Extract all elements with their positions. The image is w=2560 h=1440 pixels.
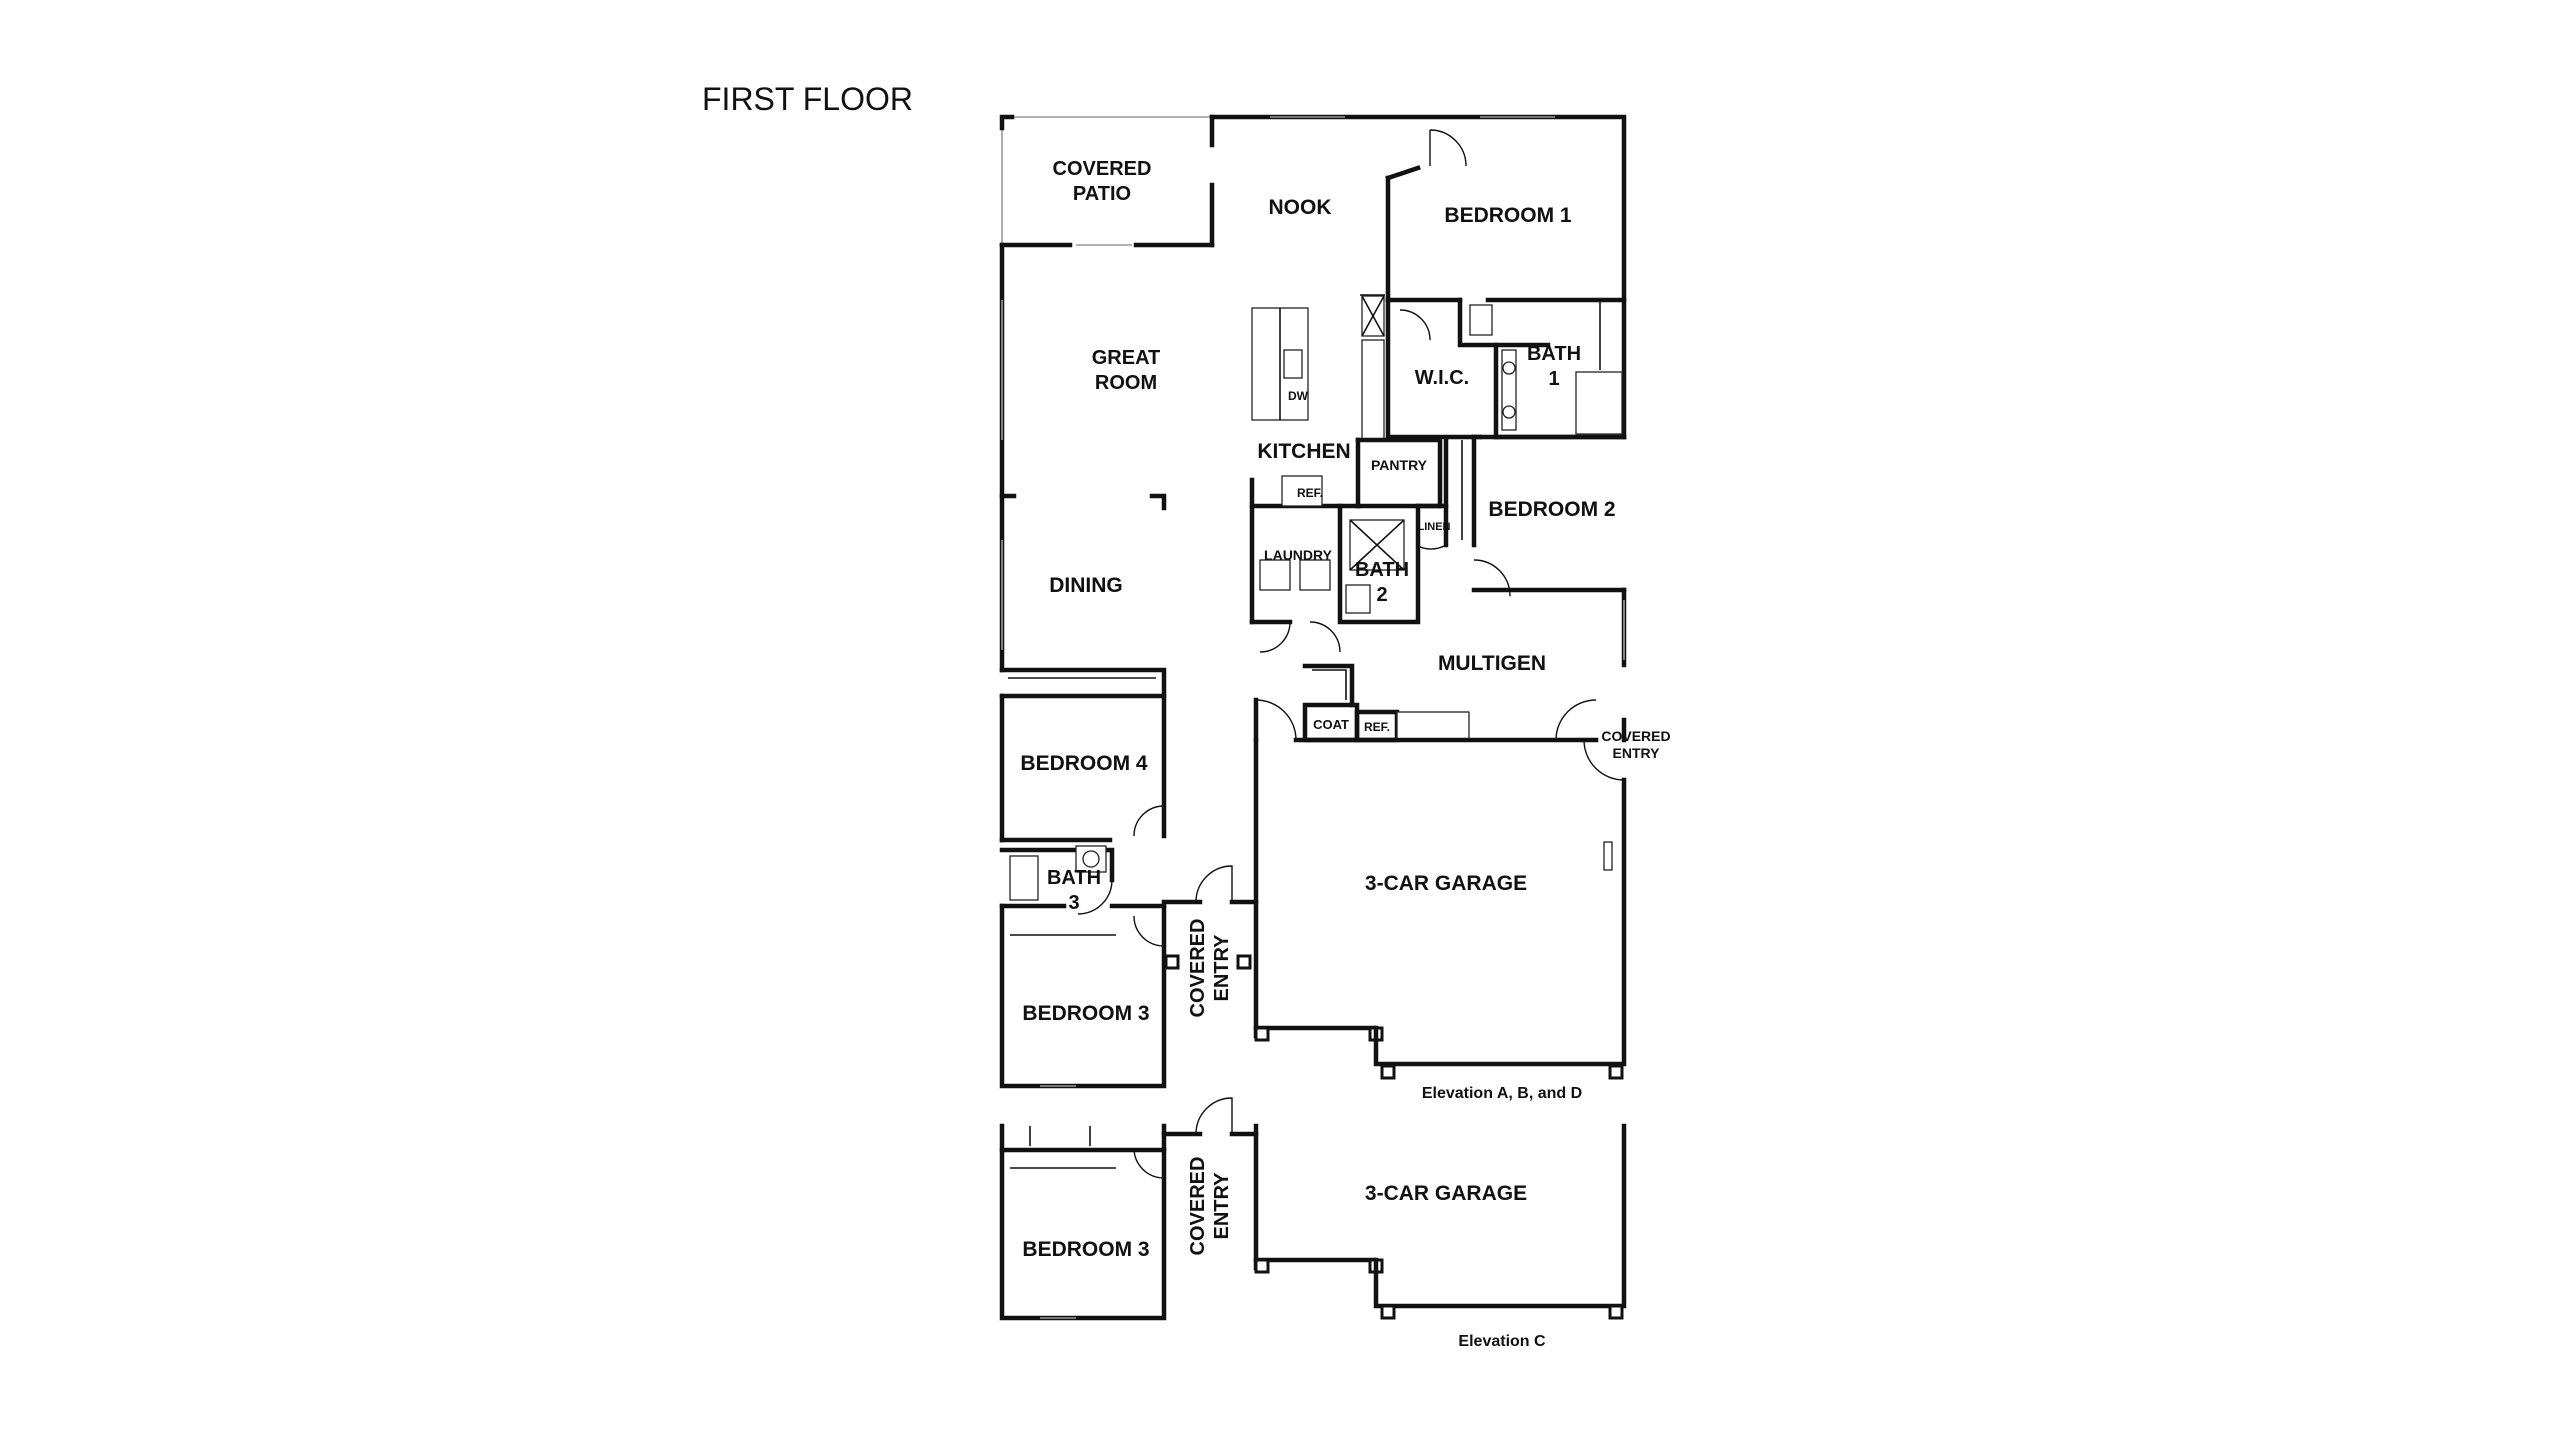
svg-text:COVERED: COVERED [1187, 1157, 1209, 1256]
svg-text:ENTRY: ENTRY [1211, 1172, 1233, 1240]
elev-c-bedroom-3: BEDROOM 3 [1022, 1238, 1149, 1261]
room-label-bath-2: BATH [1355, 559, 1409, 581]
room-label-bath-3: BATH [1047, 867, 1101, 889]
plan-linework [999, 114, 1627, 1321]
elev-c-covered-entry: COVERED ENTRY [1187, 1157, 1233, 1256]
label-coat: COAT [1313, 717, 1349, 732]
room-label-bath-2-num: 2 [1376, 584, 1387, 606]
room-label-bath-3-num: 3 [1068, 892, 1079, 914]
svg-text:ENTRY: ENTRY [1211, 934, 1233, 1002]
room-label-bedroom-1: BEDROOM 1 [1444, 204, 1572, 227]
room-label-bath-1-num: 1 [1548, 368, 1559, 390]
room-label-pantry: PANTRY [1371, 457, 1428, 473]
room-label-nook: NOOK [1269, 196, 1332, 219]
room-label-covered-entry-side-2: ENTRY [1613, 745, 1661, 761]
room-label-great-room: GREAT [1092, 347, 1161, 369]
room-label-bedroom-4: BEDROOM 4 [1020, 752, 1148, 775]
svg-text:COVERED: COVERED [1187, 919, 1209, 1018]
room-label-dining: DINING [1049, 574, 1123, 597]
label-ref-kitchen: REF. [1297, 486, 1323, 500]
room-label-covered-entry-front: COVERED ENTRY [1187, 919, 1233, 1018]
elev-c-garage: 3-CAR GARAGE [1365, 1182, 1527, 1205]
room-label-covered-patio-2: PATIO [1073, 183, 1131, 205]
caption-elevation-abd: Elevation A, B, and D [1422, 1085, 1582, 1102]
room-label-bedroom-3: BEDROOM 3 [1022, 1002, 1149, 1025]
room-label-laundry: LAUNDRY [1264, 547, 1333, 563]
label-linen: LINEN [1418, 521, 1451, 533]
label-dishwasher: DW [1288, 389, 1309, 403]
room-label-garage: 3-CAR GARAGE [1365, 872, 1527, 895]
room-label-great-room-2: ROOM [1095, 372, 1157, 394]
room-label-covered-entry-side: COVERED [1601, 728, 1670, 744]
room-label-multigen: MULTIGEN [1438, 652, 1546, 675]
room-label-bath-1: BATH [1527, 343, 1581, 365]
caption-elevation-c: Elevation C [1458, 1333, 1546, 1350]
room-label-covered-patio: COVERED [1053, 158, 1152, 180]
room-label-kitchen: KITCHEN [1257, 440, 1350, 463]
plan-title: FIRST FLOOR [702, 81, 913, 117]
room-label-bedroom-2: BEDROOM 2 [1488, 498, 1615, 521]
room-label-wic: W.I.C. [1415, 367, 1469, 389]
label-ref-multigen: REF. [1364, 720, 1390, 734]
